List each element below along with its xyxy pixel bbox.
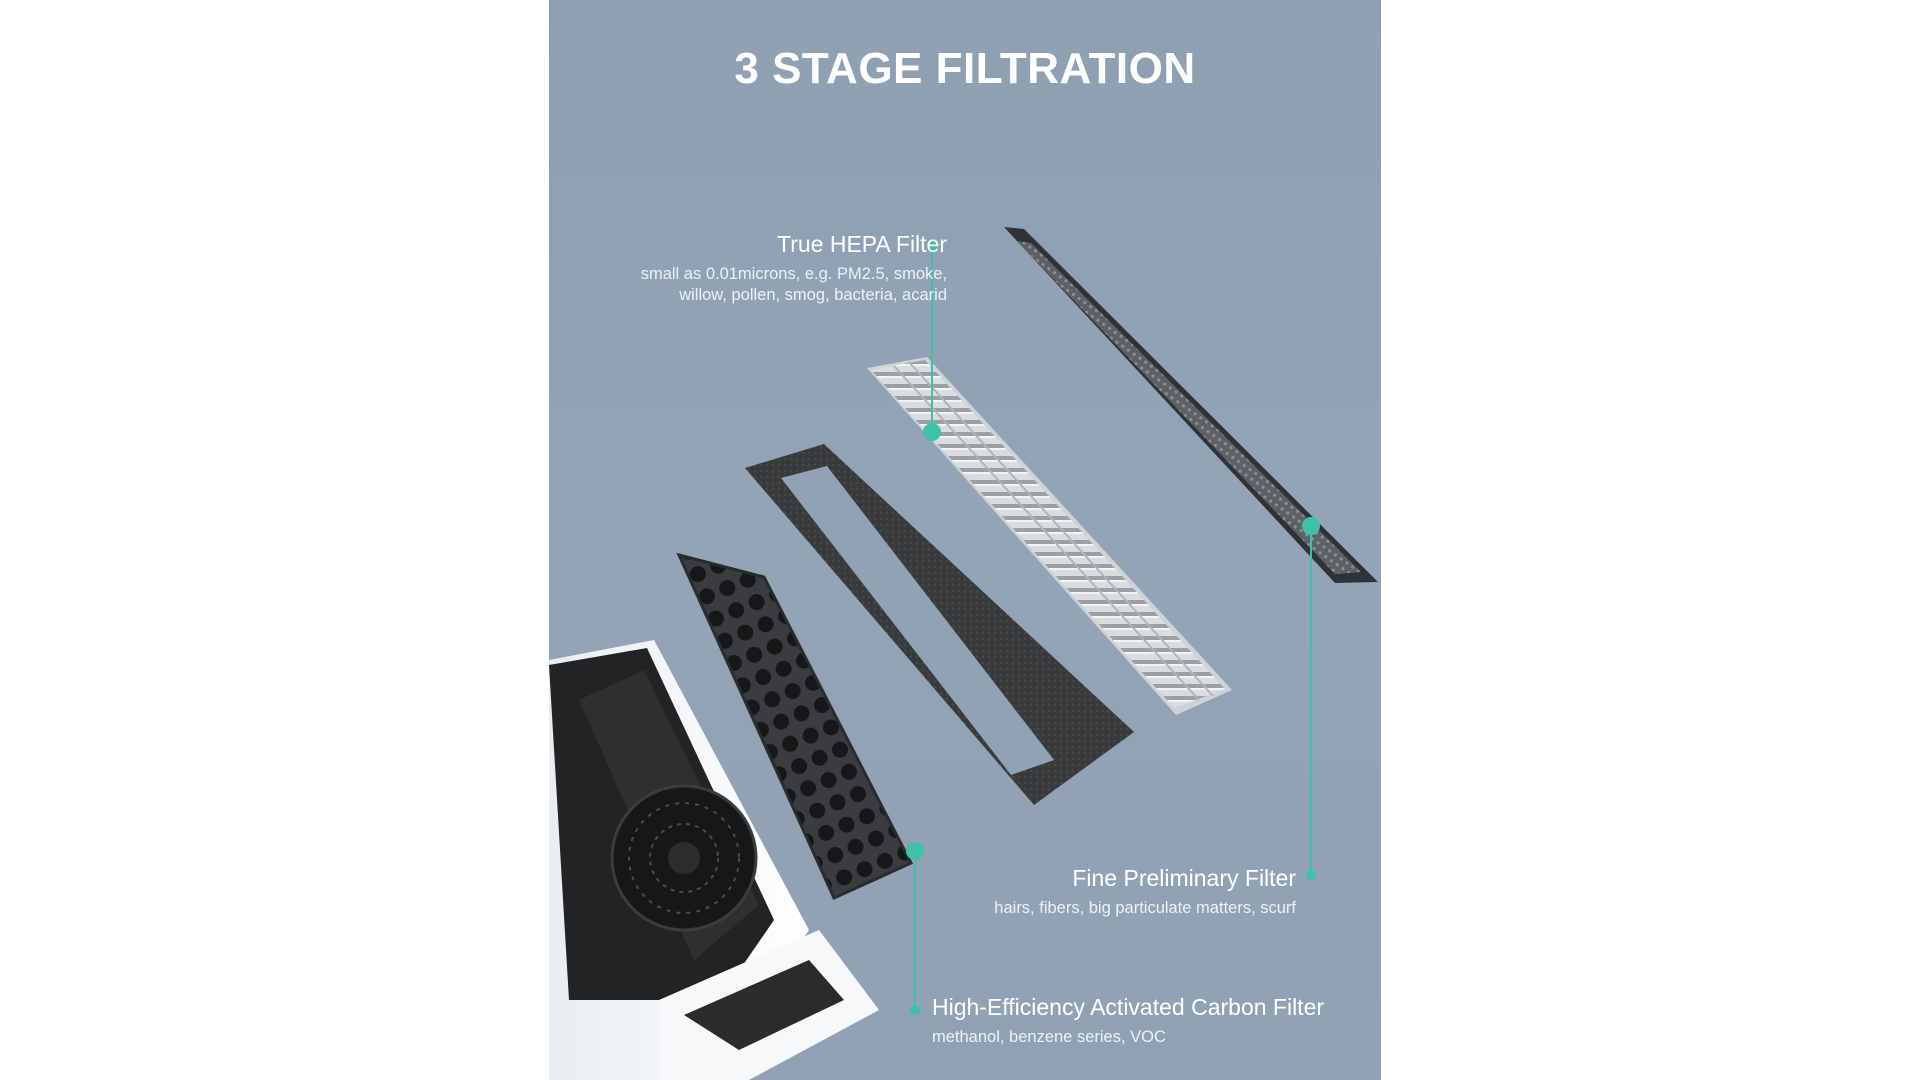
preliminary-filter-shape <box>745 444 1134 805</box>
hepa-filter-shape <box>867 357 1232 715</box>
carbon-filter-shape <box>676 552 914 900</box>
callout-carbon: High-Efficiency Activated Carbon Filter … <box>932 993 1324 1048</box>
callout-carbon-desc: methanol, benzene series, VOC <box>932 1028 1166 1046</box>
mesh-filter-shape <box>1004 227 1378 583</box>
callout-preliminary-desc: hairs, fibers, big particulate matters, … <box>994 899 1296 917</box>
purifier-body <box>549 640 879 1080</box>
callout-hepa-desc-line2: willow, pollen, smog, bacteria, acarid <box>679 286 947 304</box>
callout-hepa: True HEPA Filter small as 0.01microns, e… <box>641 230 947 306</box>
callout-leaders <box>906 241 1320 1015</box>
callout-hepa-desc-line1: small as 0.01microns, e.g. PM2.5, smoke, <box>640 265 947 283</box>
callout-preliminary-title: Fine Preliminary Filter <box>1072 865 1296 891</box>
page-title: 3 STAGE FILTRATION <box>734 44 1196 93</box>
callout-preliminary: Fine Preliminary Filter hairs, fibers, b… <box>994 864 1296 919</box>
exploded-filter-illustration <box>549 227 1378 1080</box>
product-image-panel: 3 STAGE FILTRATION True HEPA Filter smal… <box>549 0 1381 1080</box>
callout-hepa-title: True HEPA Filter <box>777 231 947 257</box>
callout-carbon-title: High-Efficiency Activated Carbon Filter <box>932 994 1325 1020</box>
